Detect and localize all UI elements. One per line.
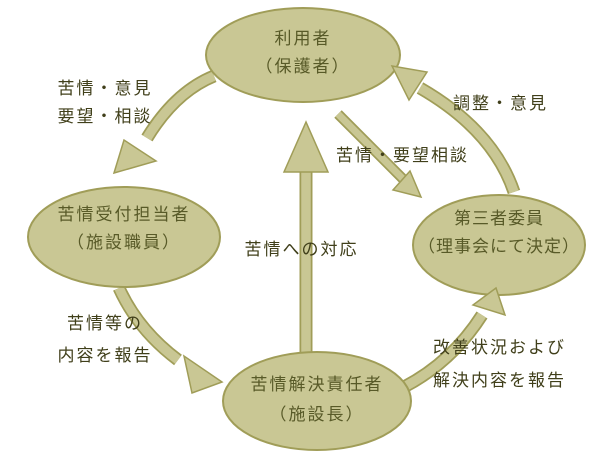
label-adjustment-opinion: 調整・意見 [453, 94, 548, 114]
label-report-improvement-line2: 解決内容を報告 [433, 371, 566, 391]
node-third-party-line2: （理事会にて決定） [418, 237, 580, 257]
arrowhead-direct-consult-icon [391, 169, 423, 199]
node-resolver-line2: （施設長） [269, 405, 365, 425]
label-complaint-opinion-line2: 要望・相談 [57, 107, 153, 127]
node-receptionist-line2: （施設職員） [67, 233, 181, 253]
label-complaint-opinion: 苦情・意見 要望・相談 [30, 75, 180, 131]
arrowhead-to-receptionist-icon [112, 138, 158, 175]
arrow-resolver-to-third-party [400, 311, 488, 393]
node-resolver: 苦情解決責任者 （施設長） [217, 370, 417, 430]
label-report-complaint: 苦情等の 内容を報告 [25, 308, 185, 372]
node-resolver-line1: 苦情解決責任者 [250, 375, 384, 395]
node-user-line2: （保護者） [255, 57, 351, 77]
arrowhead-response-up-icon [282, 120, 330, 173]
label-complaint-request-consult: 苦情・要望相談 [336, 146, 469, 166]
arrowhead-to-user-icon [390, 65, 429, 102]
label-report-improvement-line1: 改善状況および [433, 338, 566, 358]
arrow-receptionist-to-resolver [113, 285, 182, 366]
label-complaint-opinion-line1: 苦情・意見 [57, 79, 153, 99]
node-user: 利用者 （保護者） [203, 25, 403, 81]
arrowhead-to-resolver-icon [182, 354, 224, 395]
arrow-third-party-to-user [416, 82, 521, 195]
node-ellipse-receptionist [27, 186, 221, 288]
label-report-complaint-line2: 内容を報告 [57, 346, 153, 366]
node-user-line1: 利用者 [274, 29, 332, 49]
node-ellipse-resolver [222, 351, 412, 451]
node-receptionist: 苦情受付担当者 （施設職員） [24, 201, 224, 257]
node-third-party: 第三者委員 （理事会にて決定） [399, 205, 599, 261]
label-report-complaint-line1: 苦情等の [67, 314, 143, 334]
label-report-improvement: 改善状況および 解決内容を報告 [418, 332, 581, 398]
arrow-user-to-third-party-direct [334, 110, 408, 184]
node-ellipse-user [205, 7, 401, 103]
node-receptionist-line1: 苦情受付担当者 [57, 205, 191, 225]
arrowhead-to-third-party-icon [471, 286, 507, 317]
label-response-to-complaint: 苦情への対応 [244, 240, 359, 260]
arrow-user-to-receptionist [141, 69, 217, 142]
node-third-party-line1: 第三者委員 [454, 209, 544, 229]
